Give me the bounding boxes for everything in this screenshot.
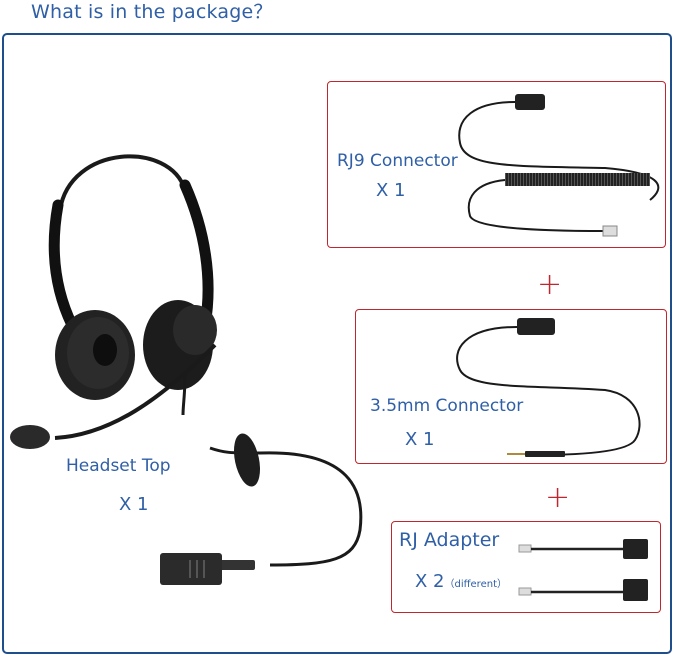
rj-adapter-quantity-value: X 2 [415, 571, 445, 592]
rj9-cable-icon [458, 94, 660, 237]
3-5mm-connector-quantity: X 1 [405, 429, 435, 450]
3-5mm-cable-icon [456, 318, 641, 457]
plus-sign-1: + [537, 267, 563, 302]
3-5mm-connector-label: 3.5mm Connector [370, 396, 524, 416]
qd-cable-icon [160, 433, 363, 585]
page-title: What is in the package？ [31, 1, 273, 23]
rj9-connector-label: RJ9 Connector [337, 151, 458, 171]
rj-adapter-note: （different） [444, 579, 507, 590]
rj9-connector-quantity: X 1 [376, 180, 406, 201]
rj-adapter-quantity: X 2（different） [415, 571, 507, 592]
headset-label: Headset Top [66, 456, 171, 476]
plus-sign-2: + [545, 480, 571, 515]
package-frame [2, 33, 672, 654]
rj-adapter-cables-icon [518, 539, 648, 601]
rj-adapter-label: RJ Adapter [399, 529, 500, 551]
rj-adapter-box [391, 521, 661, 613]
headset-quantity: X 1 [119, 494, 149, 515]
headset-icon [10, 154, 217, 449]
3-5mm-connector-box [355, 309, 667, 464]
rj9-connector-box [327, 81, 666, 248]
